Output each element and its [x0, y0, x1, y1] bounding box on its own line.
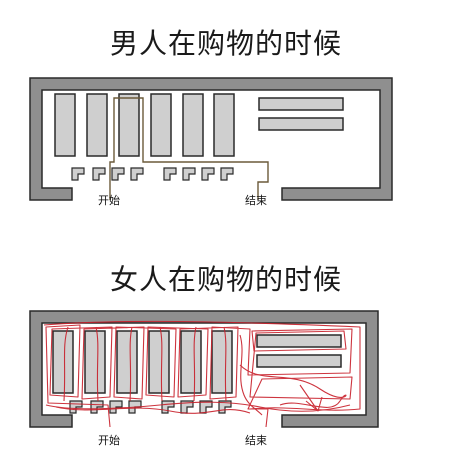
- men-start-label: 开始: [98, 194, 120, 207]
- women-shopping-title: 女人在购物的时候: [109, 263, 342, 296]
- shelves: [52, 330, 342, 394]
- men-shopping-title: 男人在购物的时候: [109, 27, 342, 60]
- checkout-counters: [71, 167, 234, 181]
- shelves: [54, 93, 344, 157]
- men-store-map: [29, 77, 393, 201]
- men-end-label: 结束: [245, 194, 267, 207]
- store-wall: [29, 310, 379, 428]
- women-end-label: 结束: [245, 434, 267, 447]
- women-store-map: [29, 310, 379, 428]
- man-path: [109, 97, 269, 200]
- store-wall: [29, 77, 393, 201]
- women-start-label: 开始: [98, 434, 120, 447]
- woman-path: [43, 320, 361, 428]
